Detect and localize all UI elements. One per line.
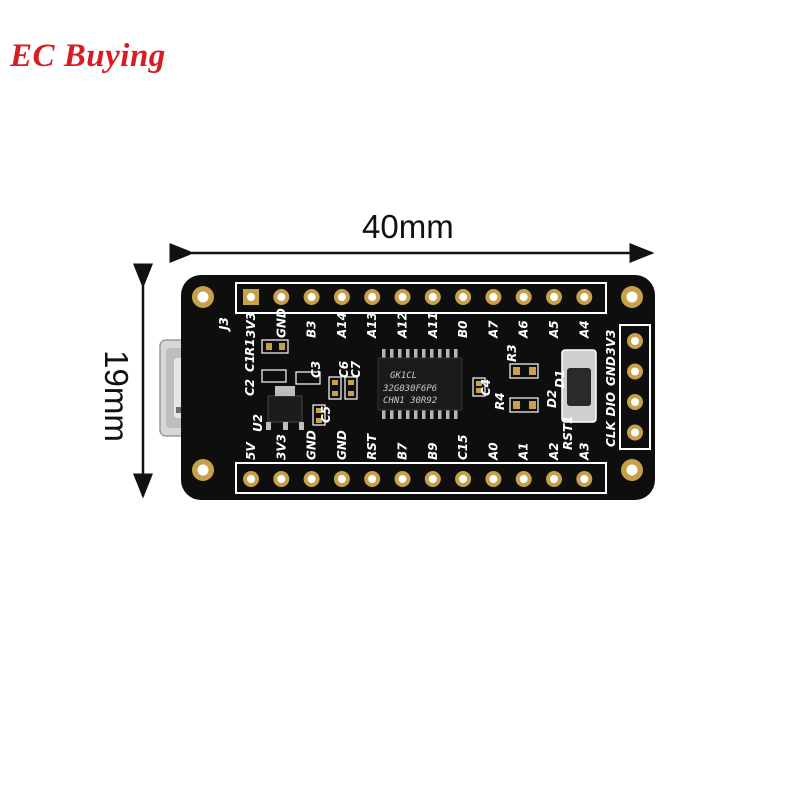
pad-hole xyxy=(277,475,286,483)
pad-hole xyxy=(550,475,558,483)
component-label: C6 xyxy=(337,361,351,378)
pad-hole xyxy=(368,475,377,483)
pad-hole xyxy=(459,293,468,301)
side-pin-label: DIO xyxy=(604,392,618,417)
pad-hole xyxy=(368,293,377,301)
top-pin-label: B0 xyxy=(456,321,470,339)
top-header-pads xyxy=(243,289,593,305)
pad-hole xyxy=(398,293,407,301)
pad-hole xyxy=(337,475,346,483)
top-pin-label: A12 xyxy=(396,312,410,339)
component-label: C4 xyxy=(479,379,493,396)
width-dimension-label: 40mm xyxy=(362,208,454,245)
side-pin-label: 3V3 xyxy=(604,330,618,356)
smd-components xyxy=(261,339,539,426)
component-label: R4 xyxy=(493,392,507,410)
bottom-pin-label: A1 xyxy=(517,442,531,461)
pad-hole xyxy=(398,475,407,483)
pad-hole xyxy=(307,293,316,301)
top-pin-label: GND xyxy=(274,308,288,338)
mcu-chip: GK1CL 32G030F6P6 CHN1 30R92 xyxy=(377,349,463,419)
top-pin-label: A14 xyxy=(335,312,349,339)
pad-hole xyxy=(631,367,639,376)
pad-hole xyxy=(489,475,498,483)
component-label: C3 xyxy=(309,361,323,378)
component-label: C2 xyxy=(243,379,257,396)
component-label: R1 xyxy=(243,338,257,356)
reset-button xyxy=(561,349,597,423)
component-label: U2 xyxy=(251,414,265,432)
pad-hole xyxy=(277,293,286,301)
top-pin-label: A4 xyxy=(577,320,591,339)
component-label: R3 xyxy=(505,344,519,362)
brand-logo: EC Buying xyxy=(10,38,166,74)
pad-hole xyxy=(580,293,589,301)
bottom-pin-label: B9 xyxy=(426,443,440,461)
bottom-pin-label: A2 xyxy=(547,442,561,461)
pad-hole xyxy=(247,293,255,301)
pad-hole xyxy=(631,337,639,345)
bottom-pin-label: A0 xyxy=(486,442,500,461)
side-header-pads xyxy=(627,333,643,441)
pad-hole xyxy=(550,293,558,301)
component-label: J3 xyxy=(217,317,231,332)
bottom-pin-label: B7 xyxy=(396,442,410,460)
component-label: C5 xyxy=(319,406,333,423)
component-label: D2 xyxy=(545,390,559,408)
pad-hole xyxy=(428,475,437,483)
bottom-pin-label: 3V3 xyxy=(274,434,288,460)
top-pin-label: A11 xyxy=(426,312,440,339)
bottom-pin-label: GND xyxy=(305,430,319,460)
pad-hole xyxy=(307,475,316,483)
chip-marking-line-2: 32G030F6P6 xyxy=(382,384,437,394)
top-pin-label: A6 xyxy=(517,320,531,339)
component-label: C1 xyxy=(243,355,257,372)
side-pin-label: CLK xyxy=(604,420,618,447)
top-pin-label: A13 xyxy=(365,312,379,339)
bottom-pin-label: A3 xyxy=(577,442,591,461)
component-label: C7 xyxy=(349,360,363,378)
bottom-pin-label: GND xyxy=(335,430,349,460)
pad-hole xyxy=(247,475,255,483)
chip-marking-line-1: GK1CL xyxy=(390,371,417,381)
pad-hole xyxy=(428,293,437,301)
bottom-pin-label: RST xyxy=(365,433,379,460)
pad-hole xyxy=(489,293,498,301)
pad-hole xyxy=(519,293,528,301)
top-pin-label: A5 xyxy=(547,320,561,339)
bottom-pin-label: 5V xyxy=(244,441,258,460)
mounting-holes xyxy=(192,286,643,481)
pad-hole xyxy=(631,398,639,406)
pad-hole xyxy=(519,475,528,483)
chip-marking-line-3: CHN1 30R92 xyxy=(383,396,437,406)
pad-hole xyxy=(580,475,589,483)
pad-hole xyxy=(631,428,639,437)
component-label: D1 xyxy=(553,370,567,388)
top-pin-label: B3 xyxy=(305,321,319,339)
pad-hole xyxy=(459,475,468,483)
pad-hole xyxy=(337,293,346,301)
component-label: RST1 xyxy=(561,416,575,450)
side-pin-label: GND xyxy=(604,356,618,386)
bottom-pin-label: C15 xyxy=(456,434,470,460)
top-pin-label: A7 xyxy=(486,320,500,339)
top-pin-label: 3V3 xyxy=(244,312,258,338)
voltage-regulator xyxy=(266,386,304,430)
bottom-header-pads xyxy=(243,471,593,487)
